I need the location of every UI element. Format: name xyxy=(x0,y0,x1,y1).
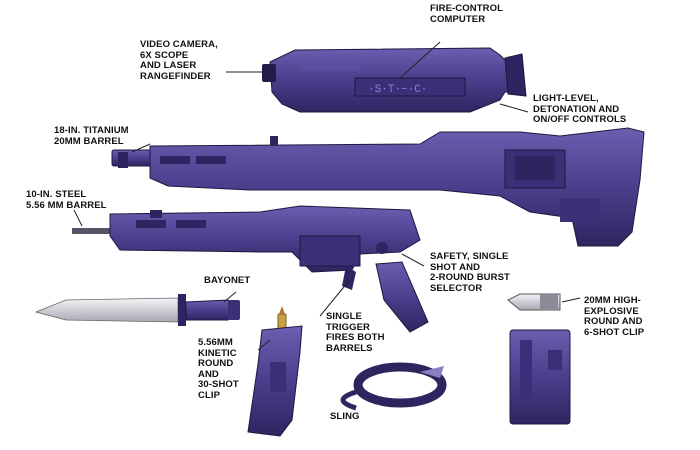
label-video-camera-scope: VIDEO CAMERA, 6X SCOPE AND LASER RANGEFI… xyxy=(140,39,218,82)
upper-receiver-20mm xyxy=(111,127,645,247)
label-fire-control-computer: FIRE-CONTROL COMPUTER xyxy=(430,3,503,25)
svg-text:·S·T·−·C·: ·S·T·−·C· xyxy=(368,84,427,96)
lower-receiver-556 xyxy=(72,205,429,333)
he-round-20mm xyxy=(507,293,561,311)
magazine-6-shot xyxy=(509,329,571,425)
fire-control-computer-unit: ·S·T·−·C· xyxy=(262,47,527,113)
magazine-30-shot xyxy=(247,325,303,437)
label-sling: SLING xyxy=(330,411,360,422)
label-steel-barrel: 10-IN. STEEL 5.56 MM BARREL xyxy=(26,189,107,211)
label-titanium-barrel: 18-IN. TITANIUM 20MM BARREL xyxy=(54,125,129,147)
label-he-round: 20MM HIGH- EXPLOSIVE ROUND AND 6-SHOT CL… xyxy=(584,295,645,338)
label-light-level-controls: LIGHT-LEVEL, DETONATION AND ON/OFF CONTR… xyxy=(533,93,627,125)
label-kinetic-round: 5.56MM KINETIC ROUND AND 30-SHOT CLIP xyxy=(198,337,239,401)
sling-strap xyxy=(340,362,447,411)
bayonet-knife xyxy=(34,294,240,326)
label-single-trigger: SINGLE TRIGGER FIRES BOTH BARRELS xyxy=(326,311,385,354)
label-bayonet: BAYONET xyxy=(204,275,251,286)
leader-lines xyxy=(73,41,581,351)
label-safety-selector: SAFETY, SINGLE SHOT AND 2-ROUND BURST SE… xyxy=(430,251,510,294)
